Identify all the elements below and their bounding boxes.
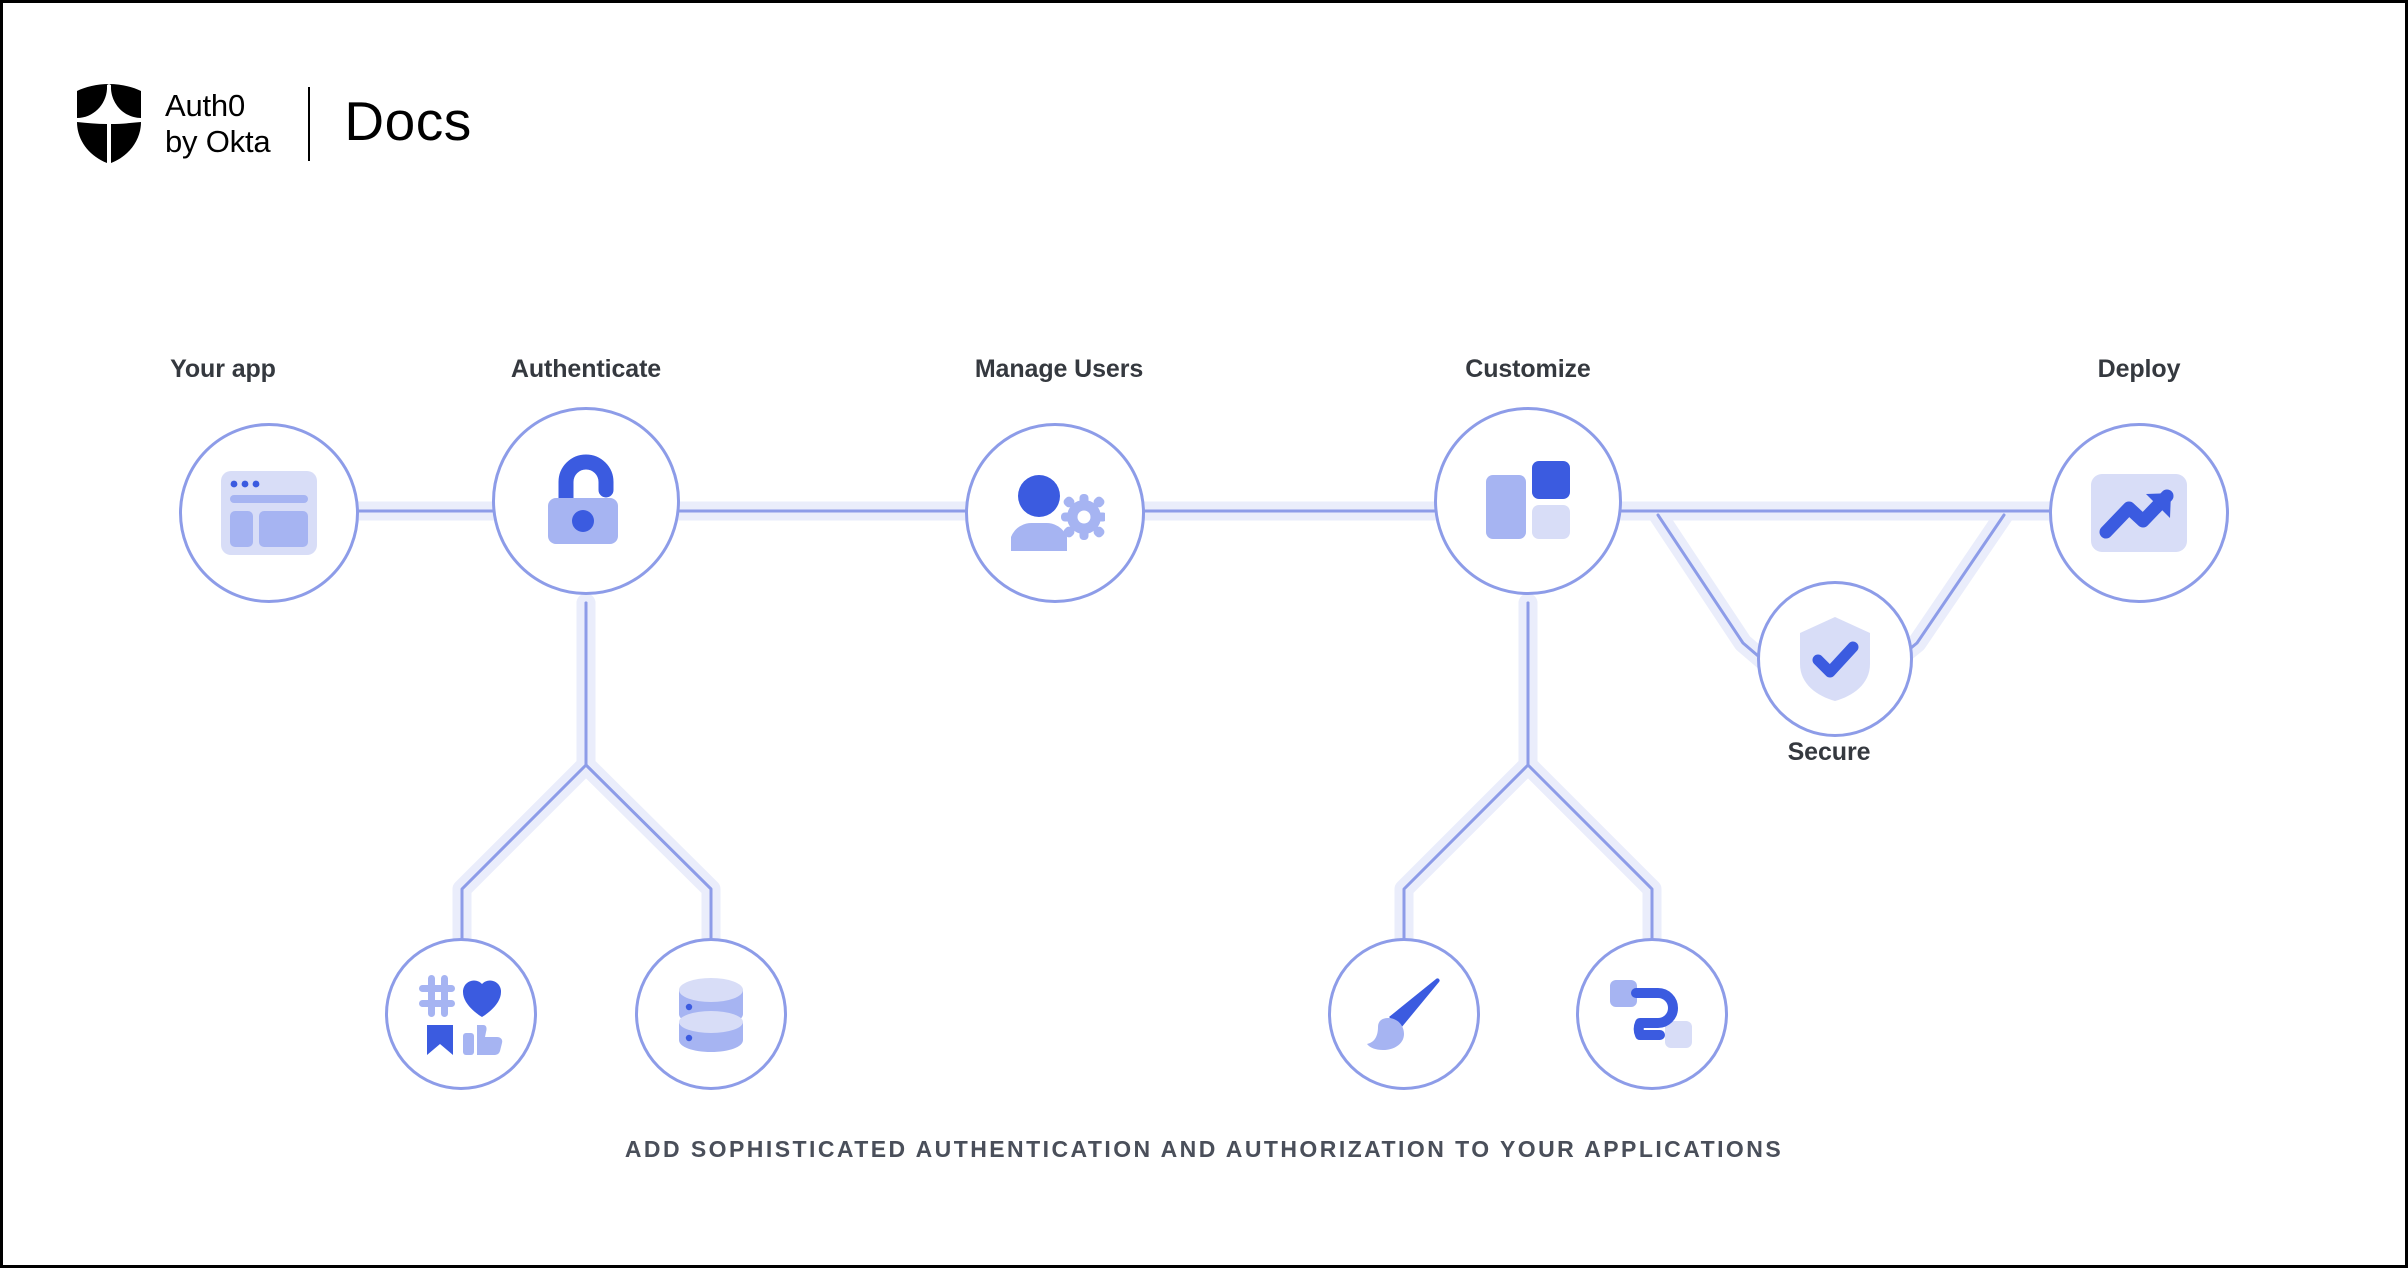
- site-header: Auth0 by Okta Docs: [75, 81, 472, 167]
- header-divider: [308, 87, 311, 161]
- node-your-app[interactable]: [179, 423, 359, 603]
- node-label-manage-users: Manage Users: [974, 355, 1144, 383]
- brand-name-line2: by Okta: [165, 124, 271, 159]
- docs-title: Docs: [344, 89, 472, 152]
- hashtag-icon: [419, 975, 455, 1017]
- heart-icon: [462, 980, 502, 1017]
- flow-connector-icon: [1610, 980, 1692, 1048]
- page-caption: ADD SOPHISTICATED AUTHENTICATION AND AUT…: [624, 1136, 1784, 1162]
- node-label-your-app: Your app: [170, 355, 276, 383]
- bookmark-icon: [427, 1025, 453, 1055]
- database-icon: [679, 978, 743, 1052]
- node-deploy[interactable]: [2049, 423, 2229, 603]
- node-label-deploy: Deploy: [2097, 355, 2181, 383]
- user-gear-icon: [1011, 475, 1105, 551]
- social-icons: [419, 975, 503, 1055]
- brand-name-line1: Auth0: [165, 88, 246, 124]
- node-authenticate[interactable]: [492, 407, 680, 595]
- shield-check-icon: [1800, 617, 1870, 701]
- node-label-authenticate: Authenticate: [510, 355, 662, 383]
- node-extensibility[interactable]: [1576, 938, 1728, 1090]
- node-secure[interactable]: [1757, 581, 1913, 737]
- auth0-shield-icon: [77, 84, 141, 163]
- paintbrush-icon: [1367, 978, 1440, 1050]
- node-branding[interactable]: [1328, 938, 1480, 1090]
- diagram-connectors: [259, 501, 2155, 948]
- node-database[interactable]: [635, 938, 787, 1090]
- layout-blocks-icon: [1486, 461, 1570, 539]
- node-customize[interactable]: [1434, 407, 1622, 595]
- trending-up-icon: [2091, 474, 2187, 552]
- unlocked-padlock-icon: [548, 454, 618, 544]
- browser-window-icon: [221, 471, 317, 555]
- node-label-customize: Customize: [1465, 355, 1591, 383]
- node-manage-users[interactable]: [965, 423, 1145, 603]
- thumbs-up-icon: [463, 1025, 503, 1055]
- brand-wordmark: Auth0 by Okta: [165, 88, 271, 160]
- node-social-connections[interactable]: [385, 938, 537, 1090]
- node-label-secure: Secure: [1787, 738, 1871, 766]
